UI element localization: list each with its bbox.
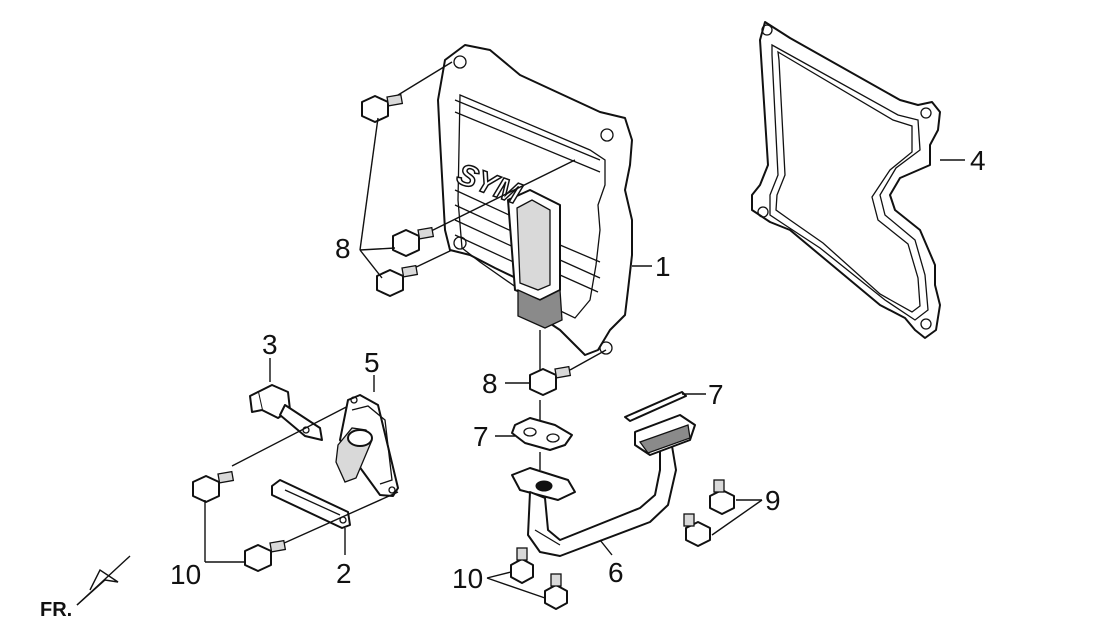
callout-10a: 10 <box>170 559 201 590</box>
leader-8a-1 <box>359 117 379 251</box>
bolt-part-9-lower <box>683 513 711 547</box>
bolt-part-10-pipe-b <box>544 573 568 610</box>
callout-1: 1 <box>655 251 671 282</box>
leader-10b-1 <box>486 571 512 579</box>
gasket-part-7-flange <box>511 400 573 451</box>
gasket-part-7-oring <box>624 391 687 422</box>
bolt-part-9-upper <box>709 479 735 515</box>
callout-9: 9 <box>765 485 781 516</box>
bolt-part-10-left-upper <box>192 470 235 503</box>
callout-7b: 7 <box>708 379 724 410</box>
callout-4: 4 <box>970 145 986 176</box>
bolt-part-10-pipe-a <box>510 547 534 584</box>
leader-10b-2 <box>486 577 546 599</box>
bolt-part-8-upper <box>361 61 453 123</box>
callout-8a: 8 <box>335 233 351 264</box>
callout-3: 3 <box>262 329 278 360</box>
callout-5: 5 <box>364 347 380 378</box>
callout-8b: 8 <box>482 368 498 399</box>
front-label: FR. <box>40 599 72 621</box>
cylinder-head-cover-part-1: SYM <box>437 44 633 356</box>
bolt-part-8-middle <box>392 159 576 257</box>
bolt-part-8-lower <box>376 249 453 297</box>
leader-8a-3 <box>359 249 383 279</box>
callout-7a: 7 <box>473 421 489 452</box>
plate-part-2 <box>271 479 399 555</box>
leader-9b <box>711 499 763 536</box>
callout-6: 6 <box>608 557 624 588</box>
bolt-part-10-left-lower <box>244 539 287 572</box>
clip-part-3 <box>249 358 323 441</box>
callout-10b: 10 <box>452 563 483 594</box>
pipe-part-6 <box>511 414 696 557</box>
cover-plate-part-5 <box>231 375 399 497</box>
front-direction-arrow <box>76 555 131 606</box>
leader-8a-2 <box>359 247 396 251</box>
callout-2: 2 <box>336 558 352 589</box>
bolt-part-8-bottom <box>529 330 607 396</box>
gasket-part-4 <box>751 21 941 339</box>
leader-6 <box>599 539 613 556</box>
